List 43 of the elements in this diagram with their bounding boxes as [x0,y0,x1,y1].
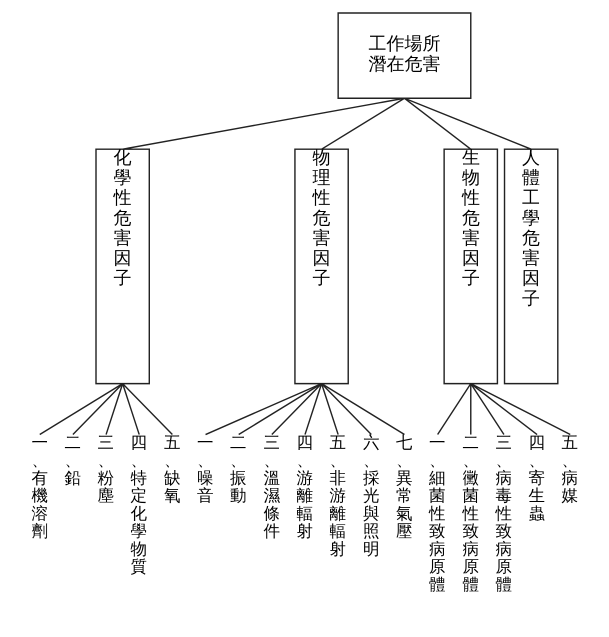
node-box: 化學性危害因子 [94,148,150,384]
connector [404,98,531,150]
connector [320,383,372,436]
node-text: 四、游離輻射 [296,432,313,541]
connector [204,382,322,436]
connector [122,98,404,150]
connector [320,383,338,435]
node-text: 七、異常氣壓 [395,432,412,541]
connector [470,383,538,436]
connector [436,383,471,435]
node-text: 五、非游離輻射 [329,432,346,558]
connector [72,383,123,436]
node-text: 五、缺氧 [163,432,180,506]
node-box: 物理性危害因子 [294,148,348,384]
node-text: 四、特定化學物質 [130,432,148,576]
connector [270,383,322,436]
node-text: 四、寄生蟲 [528,432,546,523]
connector [304,383,322,435]
connector [121,383,140,435]
connector [320,98,404,150]
node-box: 工作場所潛在危害 [336,12,471,99]
node-box: 生物性危害因子 [442,148,498,384]
node-text: 二、鉛 [64,432,81,488]
node-text: 五、病媒 [561,432,578,506]
node-text: 一、噪音 [196,432,214,506]
node-text: 六、採光與照明 [362,432,380,558]
node-text: 三、粉塵 [97,432,114,506]
node-text: 三、溫濕條件 [262,432,280,541]
connector [122,383,172,436]
connector [470,383,570,436]
connector [320,383,404,436]
connector [104,383,123,435]
node-text: 一、細菌性致病原體 [428,432,446,594]
connector [470,384,471,435]
connector [38,383,123,436]
node-text: 三、病毒性致病原體 [494,432,512,594]
connector [470,383,504,435]
node-text: 二、黴菌性致病原體 [462,432,479,594]
connector [404,98,471,150]
node-text: 二、振動 [230,432,247,506]
connector [238,383,322,436]
node-box: 人體工學危害因子 [503,148,558,384]
node-text: 一、有機溶劑 [30,432,48,541]
